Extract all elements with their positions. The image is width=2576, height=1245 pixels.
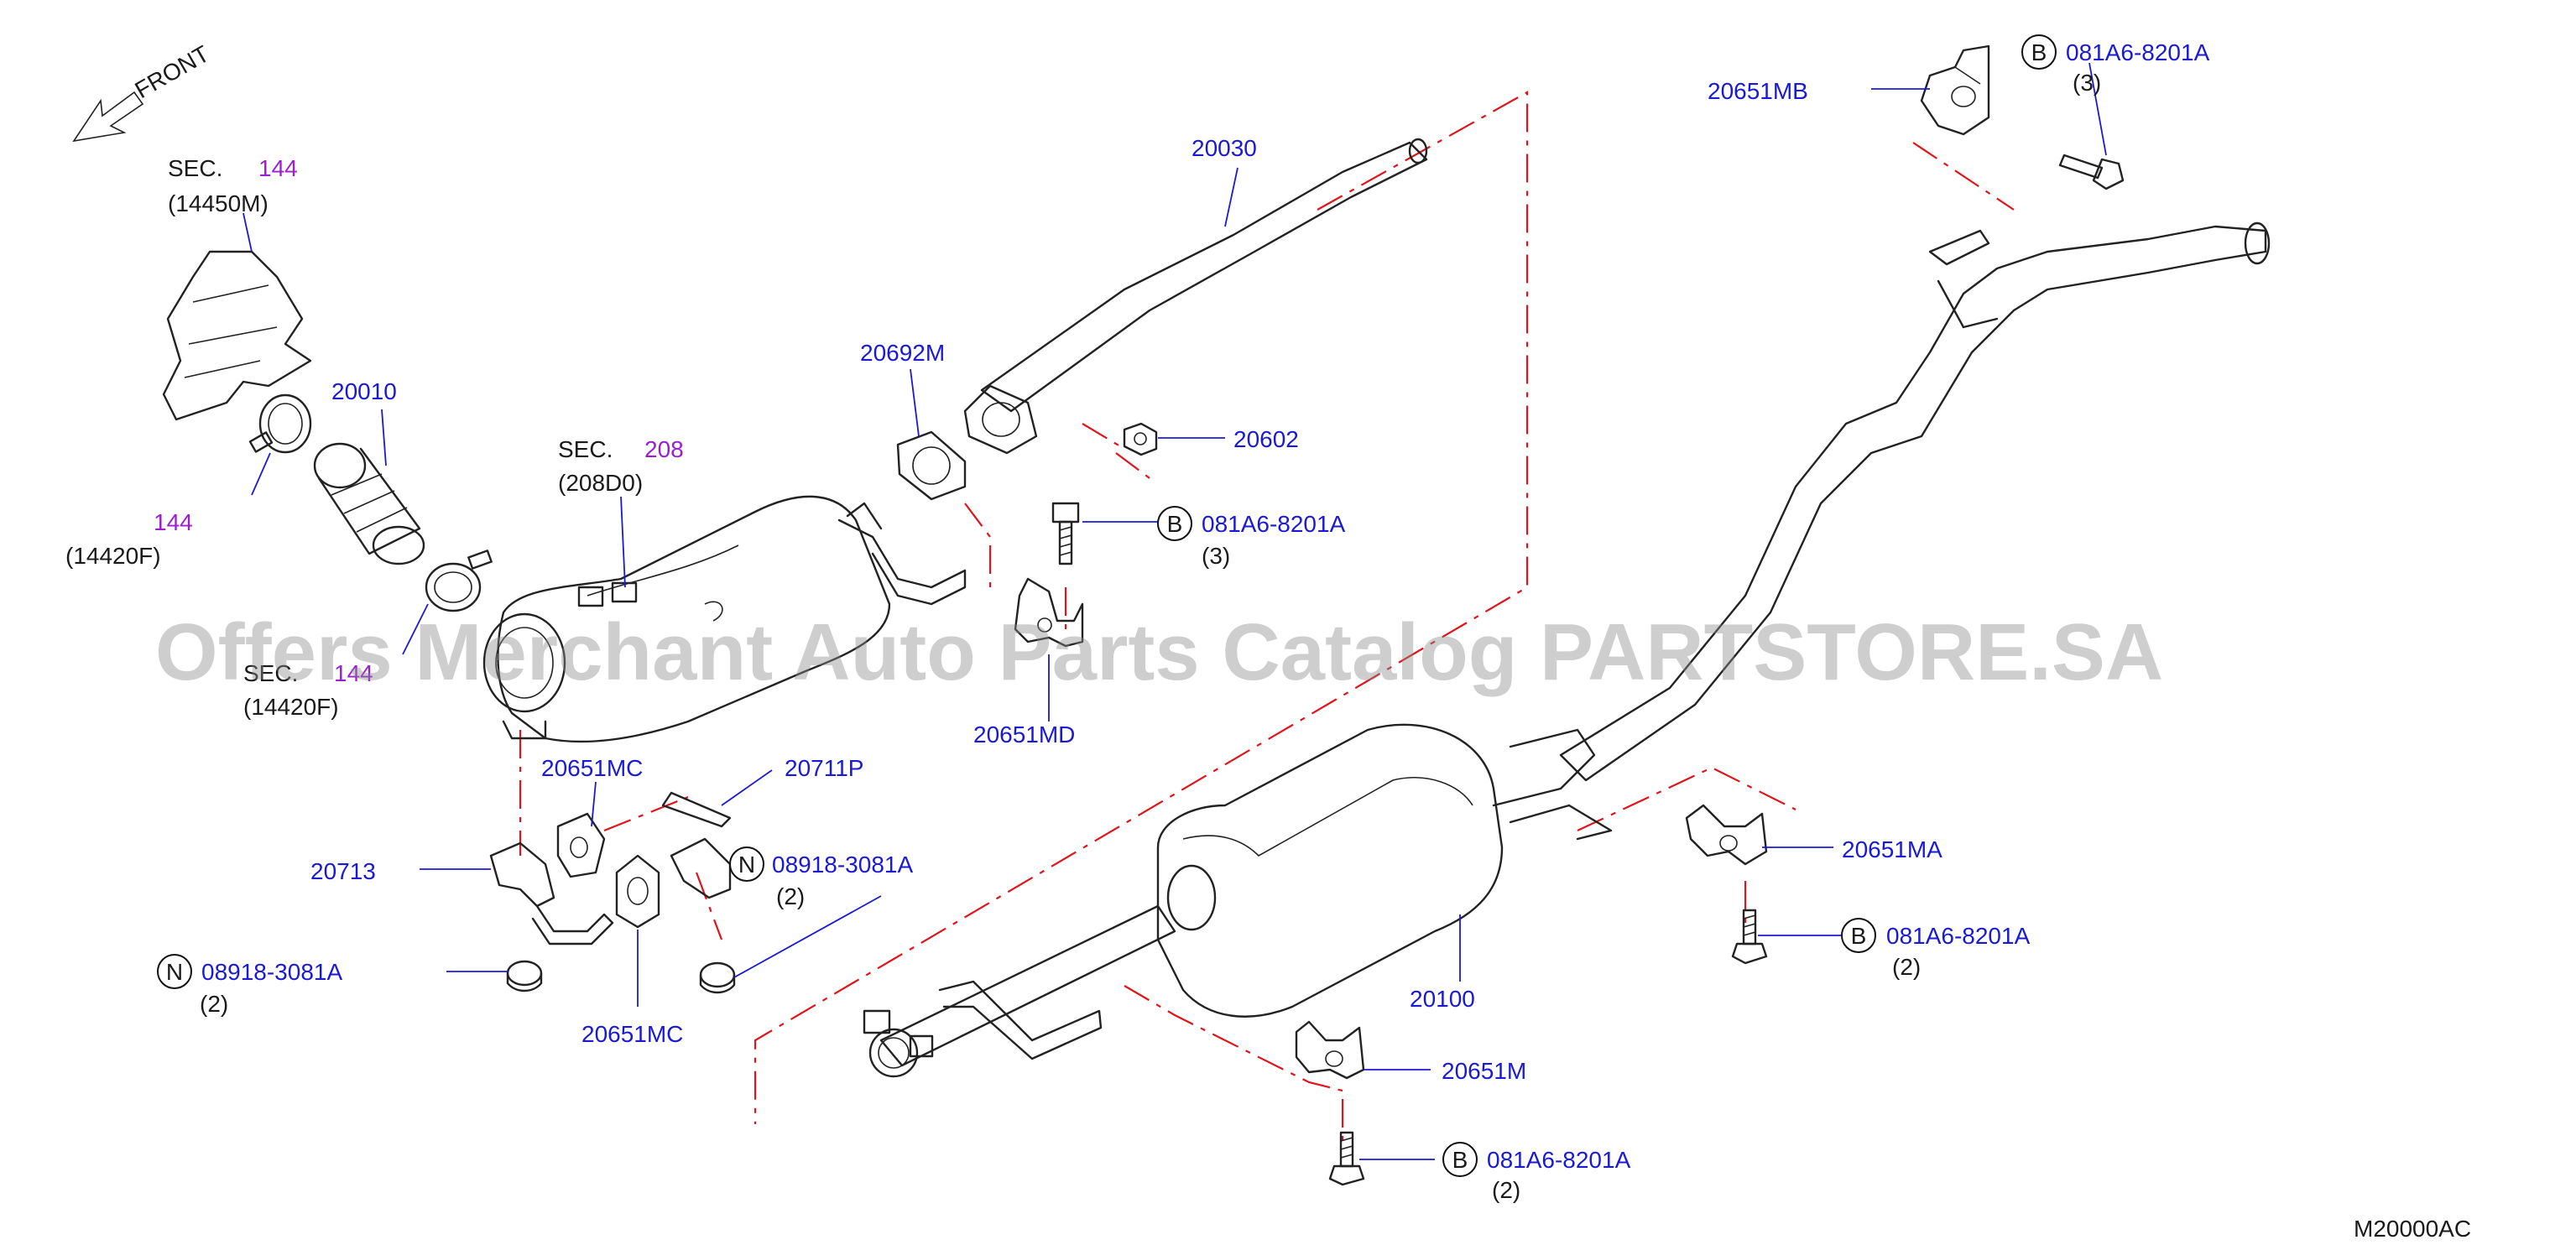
front-pipe-20030-part: [963, 138, 1428, 455]
nut-n-part-2: [699, 961, 736, 994]
sec208-word: SEC.: [558, 436, 613, 462]
hanger-pipe-20711p-part: [661, 791, 732, 899]
front-arrow-icon: [72, 91, 144, 143]
part-20713-label: 20713: [310, 858, 376, 884]
ref-letter-n1: N: [738, 852, 755, 878]
part-20711p-label: 20711P: [785, 755, 863, 781]
part-20651mb-label: 20651MB: [1708, 78, 1808, 104]
ref-letter-b1: B: [1167, 511, 1183, 537]
side144-number: 144: [154, 509, 193, 535]
sec208-code: (208D0): [558, 470, 643, 496]
part-20651md-label: 20651MD: [973, 721, 1075, 748]
hanger-bracket-20713-part: [489, 841, 614, 945]
bolt-part-number-1: 081A6-8201A: [1202, 511, 1346, 537]
sec144b-code: (14420F): [243, 694, 339, 720]
part-20651ma-label: 20651MA: [1842, 836, 1942, 862]
hanger-20651ma-part: [1685, 804, 1768, 866]
nut-qty-1: (2): [776, 883, 805, 909]
ref-circle-b1: B: [1157, 506, 1192, 541]
ref-circle-n2: N: [157, 954, 192, 989]
bolt-qty-4: (3): [2073, 70, 2101, 96]
part-20692m-label: 20692M: [860, 340, 945, 366]
front-label: FRONT: [131, 40, 214, 103]
ref-circle-b2: B: [1442, 1142, 1478, 1177]
sec208-number: 208: [644, 436, 684, 462]
nut-part-number-2: 08918-3081A: [201, 959, 342, 985]
bolt-part-number-3: 081A6-8201A: [1886, 923, 2031, 949]
center-muffler-20100-part: [863, 723, 1613, 1078]
ref-letter-n2: N: [166, 959, 183, 985]
nut-20602-part: [1123, 422, 1158, 456]
side144-code: (14420F): [65, 543, 161, 569]
bolt-qty-2: (2): [1492, 1177, 1520, 1203]
part-20602-label: 20602: [1233, 426, 1299, 452]
gasket-20692m-part: [896, 430, 967, 501]
nut-qty-2: (2): [200, 991, 228, 1017]
sec144-word: SEC.: [168, 155, 222, 181]
phantom-lines: [519, 91, 2015, 1149]
sec144-number: 144: [258, 155, 298, 181]
bolt-part-number-4: 081A6-8201A: [2066, 39, 2210, 65]
leader-lines: [242, 62, 2107, 1160]
hanger-20651mb-part: [1920, 44, 1990, 136]
bolt-qty-1: (3): [1202, 543, 1230, 569]
part-20651mc-top-label: 20651MC: [541, 755, 643, 781]
part-20651m-label: 20651M: [1442, 1058, 1526, 1084]
flex-tube-20010-part: [313, 442, 425, 565]
part-20100-label: 20100: [1410, 986, 1475, 1012]
diagram-code: M20000AC: [2354, 1216, 2471, 1242]
ref-circle-b3: B: [1841, 918, 1876, 953]
bolt-part-4: [2058, 154, 2125, 190]
ref-letter-b4: B: [2031, 39, 2047, 65]
tail-pipe-part: [1559, 221, 2271, 782]
part-20030-label: 20030: [1192, 135, 1257, 161]
part-20651mc-bottom-label: 20651MC: [581, 1021, 683, 1047]
ref-circle-b4: B: [2021, 34, 2057, 70]
catalytic-converter-part: [482, 495, 967, 743]
nut-part-number-1: 08918-3081A: [772, 852, 913, 878]
rubber-mount-20651mc-bottom-part: [615, 854, 660, 929]
nut-n-part-1: [506, 960, 543, 992]
bolt-part-1: [1051, 502, 1080, 565]
ref-letter-b3: B: [1851, 923, 1867, 949]
sec144b-number: 144: [334, 660, 373, 686]
sec144b-word: SEC.: [243, 660, 298, 686]
ref-circle-n1: N: [729, 846, 764, 882]
heat-shield-part: [162, 250, 312, 421]
watermark-text: Offers Merchant Auto Parts Catalog PARTS…: [155, 607, 2163, 697]
clamp-ring-part: [248, 393, 312, 454]
ref-letter-b2: B: [1452, 1147, 1468, 1173]
clamp-ring-2-part: [425, 550, 493, 612]
rubber-mount-20651mc-top-part: [556, 812, 606, 878]
sec144-code: (14450M): [168, 190, 269, 216]
bolt-part-2: [1328, 1131, 1365, 1186]
bolt-part-number-2: 081A6-8201A: [1487, 1147, 1631, 1173]
hanger-20651m-part: [1295, 1020, 1365, 1080]
bolt-part-3: [1731, 909, 1768, 965]
hanger-20651md-part: [1014, 577, 1084, 648]
bolt-qty-3: (2): [1892, 954, 1921, 980]
part-20010-label: 20010: [331, 378, 397, 404]
